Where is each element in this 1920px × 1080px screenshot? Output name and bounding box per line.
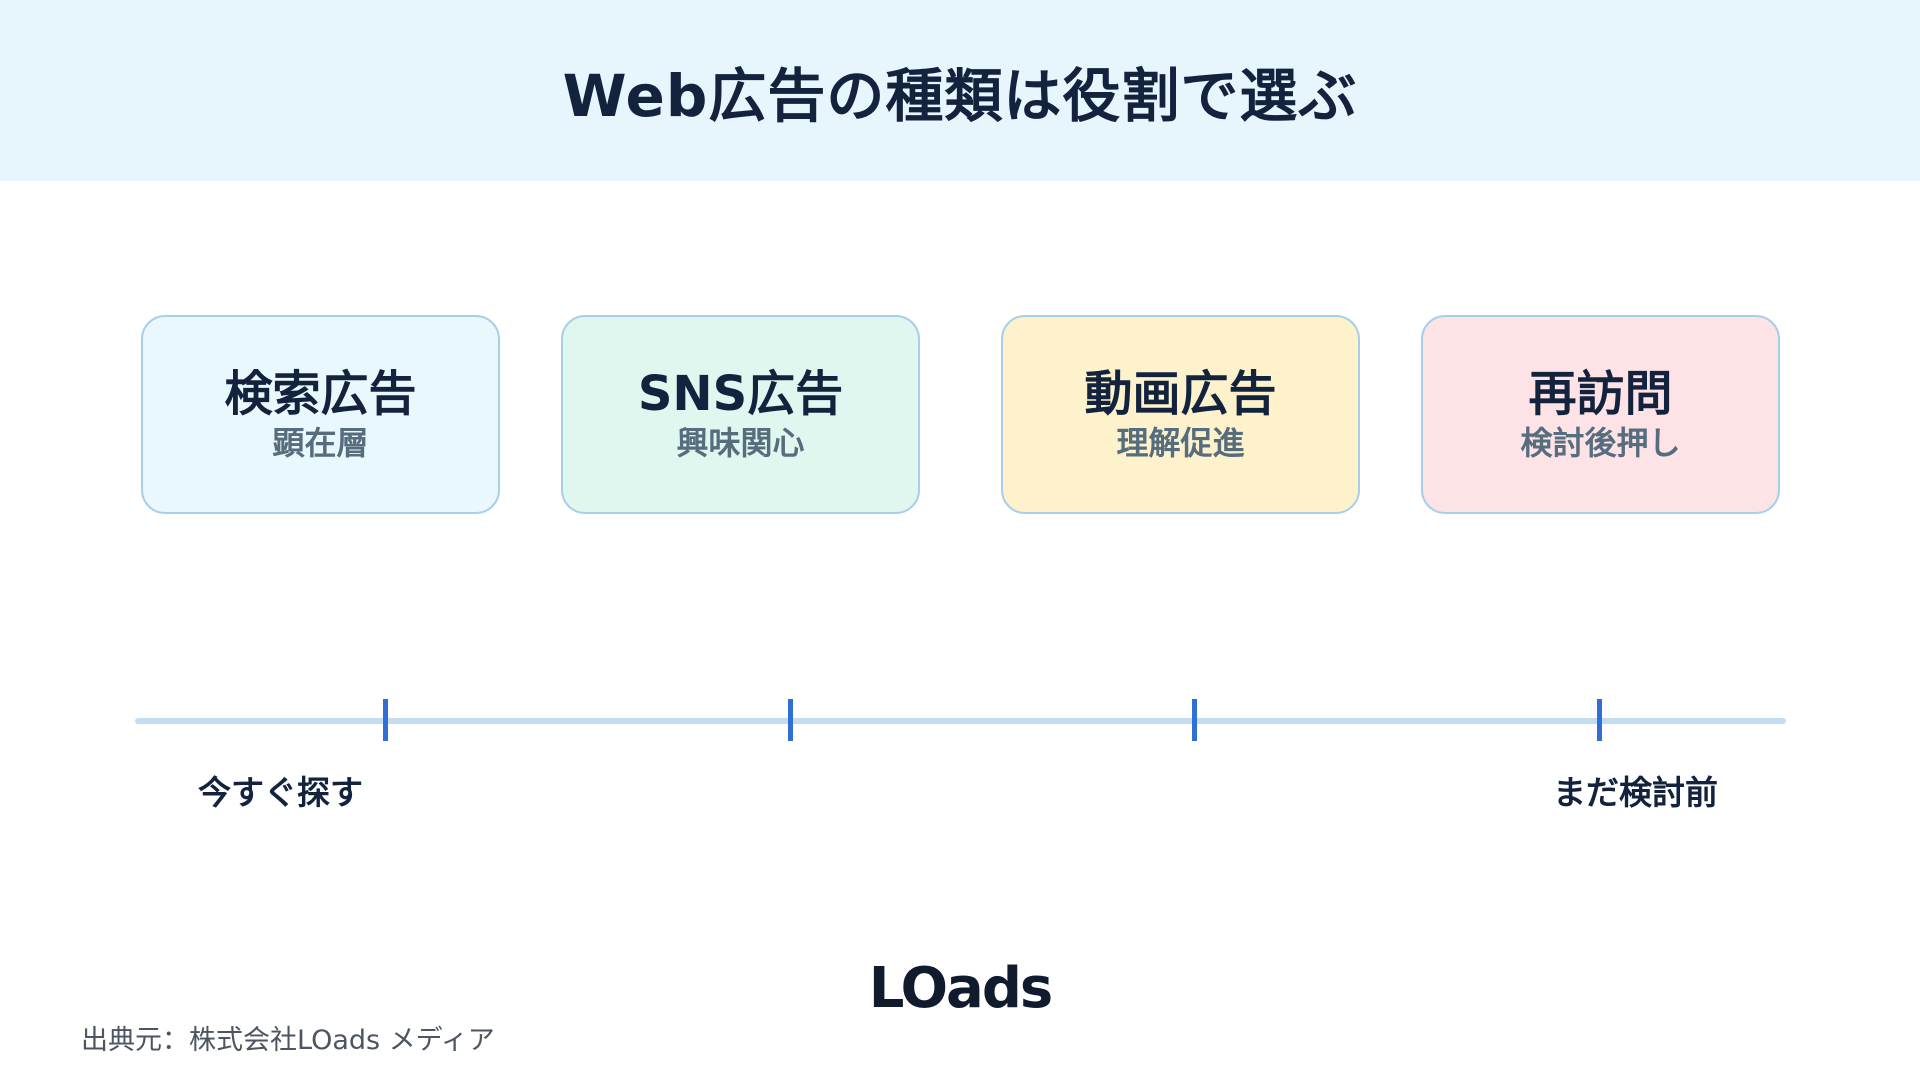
axis-label-left: 今すぐ探す [198, 773, 363, 812]
header-banner: Web広告の種類は役割で選ぶ [0, 0, 1920, 181]
timeline-tick [788, 699, 793, 741]
card-search-ads: 検索広告 顕在層 [141, 315, 500, 514]
card-video-ads: 動画広告 理解促進 [1001, 315, 1360, 514]
card-subtitle: 理解促進 [1116, 424, 1245, 463]
card-title: 再訪問 [1528, 365, 1673, 422]
page-title: Web広告の種類は役割で選ぶ [562, 61, 1358, 130]
brand-logo: LOads [868, 956, 1054, 1021]
card-title: SNS広告 [637, 365, 844, 422]
card-revisit: 再訪問 検討後押し [1421, 315, 1780, 514]
timeline-tick [383, 699, 388, 741]
axis-label-right: まだ検討前 [1553, 773, 1718, 812]
timeline-tick [1597, 699, 1602, 741]
card-title: 検索広告 [224, 365, 417, 422]
card-sns-ads: SNS広告 興味関心 [561, 315, 920, 514]
timeline-axis [135, 718, 1786, 724]
card-subtitle: 興味関心 [676, 424, 805, 463]
card-subtitle: 検討後押し [1520, 424, 1681, 463]
card-title: 動画広告 [1084, 365, 1277, 422]
card-subtitle: 顕在層 [272, 424, 369, 463]
timeline-tick [1192, 699, 1197, 741]
source-credit: 出典元：株式会社LOads メディア [81, 1025, 495, 1056]
